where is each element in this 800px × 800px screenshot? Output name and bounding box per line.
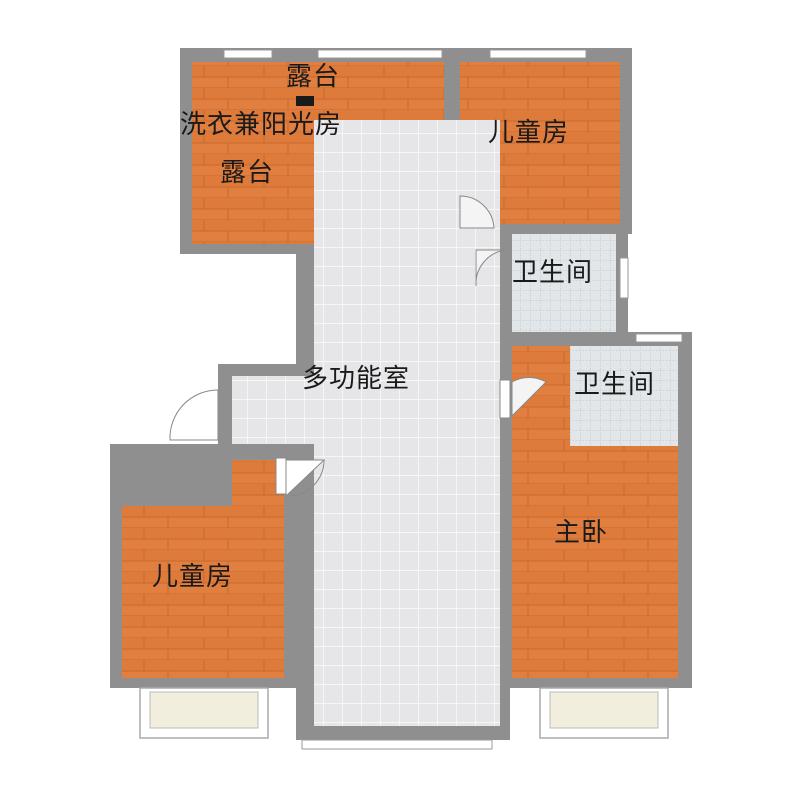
terrace-floor	[192, 62, 314, 244]
floors	[122, 62, 678, 726]
kids-room-bottom-floor	[232, 460, 284, 508]
label-terrace-top: 露台	[286, 62, 341, 92]
bath2-floor	[570, 346, 678, 446]
balconies	[139, 687, 669, 739]
sunroom-floor	[314, 62, 444, 120]
label-master-bedroom: 主卧	[554, 518, 609, 548]
kids-room-bottom-floor-main	[122, 506, 284, 678]
label-bathroom-1: 卫生间	[512, 258, 594, 288]
label-kids-room-bottom: 儿童房	[152, 562, 234, 592]
label-bathroom-2: 卫生间	[574, 370, 656, 400]
windows	[223, 49, 683, 750]
label-multi-room: 多功能室	[302, 364, 411, 394]
bath1-floor	[512, 234, 616, 332]
label-kids-room-top: 儿童房	[488, 118, 570, 148]
doors	[169, 96, 547, 498]
master-floor-main	[512, 446, 678, 678]
label-terrace: 露台	[220, 158, 275, 188]
hall-floor	[232, 376, 314, 444]
label-laundry-sunroom: 洗衣兼阳光房	[180, 110, 343, 140]
